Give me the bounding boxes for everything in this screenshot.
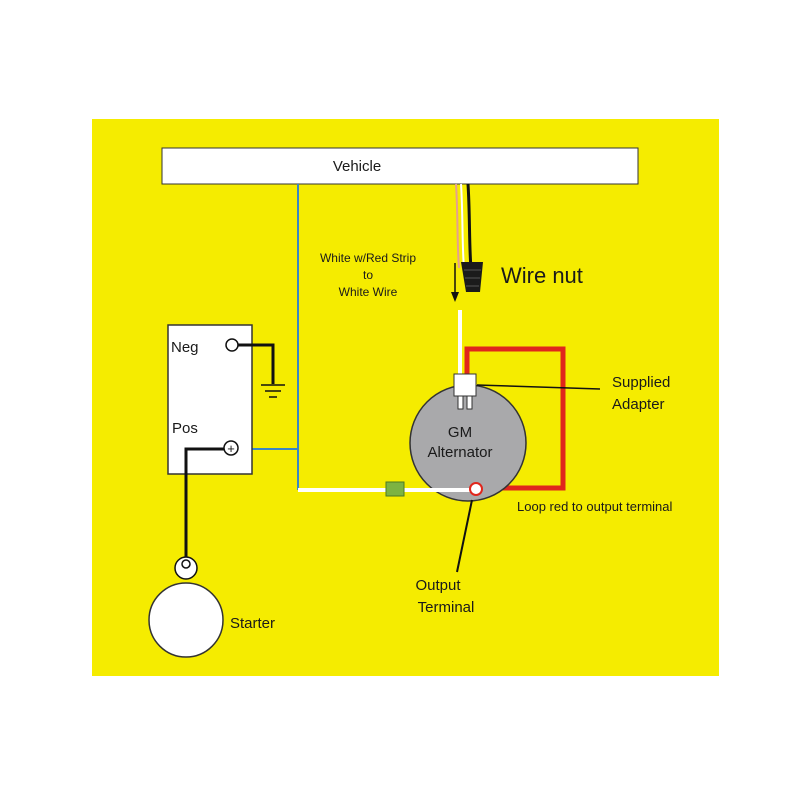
arrow-head xyxy=(451,292,459,302)
vehicle-box xyxy=(161,147,639,185)
output-terminal xyxy=(469,482,483,496)
starter-body xyxy=(148,582,224,658)
starter-terminal-inner xyxy=(181,559,191,569)
output-leader xyxy=(456,499,473,573)
supplied-label-line2: Adapter xyxy=(612,396,665,413)
red-loop-wire xyxy=(464,346,566,491)
alternator-label-line1: GM xyxy=(448,424,472,441)
wire-strip-line1: White w/Red Strip xyxy=(320,251,416,265)
wire-red-strip xyxy=(455,183,460,269)
loop-red-label: Loop red to output terminal xyxy=(517,499,672,514)
supplied-adapter xyxy=(453,373,477,410)
ground-wire xyxy=(238,343,275,384)
pos-plus-symbol: + xyxy=(227,441,235,456)
vehicle-label: Vehicle xyxy=(333,158,381,175)
adapter-leader xyxy=(476,384,601,390)
ground-icon xyxy=(261,384,285,398)
neg-label: Neg xyxy=(171,339,199,356)
starter-wire xyxy=(184,447,224,560)
green-connector xyxy=(385,481,405,497)
alternator-label-line2: Alternator xyxy=(427,444,492,461)
wire-nut-label: Wire nut xyxy=(501,263,583,288)
output-label-line1: Output xyxy=(415,577,461,594)
neg-terminal xyxy=(225,338,239,352)
wire-dark xyxy=(466,183,473,269)
wire-strip-line3: White Wire xyxy=(339,285,398,299)
output-label-line2: Terminal xyxy=(418,599,475,616)
wire-strip-line2: to xyxy=(363,268,373,282)
wire-white-1 xyxy=(460,183,465,269)
wire-nut xyxy=(461,262,483,292)
starter-label: Starter xyxy=(230,615,275,632)
pos-label: Pos xyxy=(172,420,198,437)
supplied-label-line1: Supplied xyxy=(612,374,670,391)
